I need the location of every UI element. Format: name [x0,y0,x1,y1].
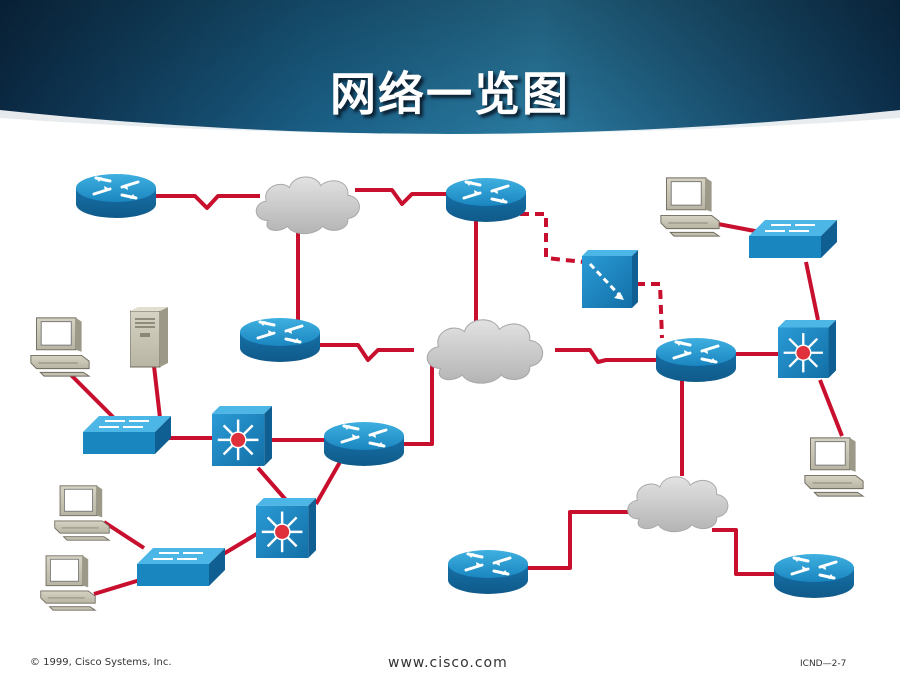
link-pc5-switch3 [93,578,141,596]
multilayer-switch-bottom [256,498,316,558]
slide-code: ICND—2-7 [800,659,847,669]
link-server-switch1 [152,365,162,419]
switch-bottom-left [135,546,227,588]
link-pc1-switch1 [68,372,116,420]
router-top-left [74,172,158,220]
link-switch2-mlswitch3 [804,261,820,321]
network-links [68,188,844,596]
router-top-center [444,176,528,224]
switch-left [81,414,173,456]
router-right-middle [654,336,738,384]
link-router1-cloud1 [156,194,260,210]
router-bottom-left [446,548,530,596]
multilayer-switch-left [212,406,272,466]
link-cloud1-router3 [355,188,448,206]
router-center [322,420,406,468]
link-router5-cloud2 [404,362,434,446]
router-left-middle [238,316,322,364]
copyright-notice: © 1999, Cisco Systems, Inc. [30,657,172,668]
link-router2-cloud2 [320,343,414,362]
wan-cloud-bottom [627,476,729,533]
switch-right [747,218,839,260]
workstation-bottom-left-lower [40,555,96,611]
link-cloud2-router4 [555,348,660,364]
link-bridge-router4 [636,282,664,339]
link-mlswitch3-pc3 [818,379,844,437]
bridge-device [582,250,638,308]
workstation-top-right [660,177,720,237]
website-link[interactable]: www.cisco.com [388,655,508,671]
link-cloud3-router6 [528,510,632,570]
link-pc4-switch3 [102,520,146,550]
server [130,306,169,368]
link-pc2-switch2 [717,222,761,234]
link-router5-mlswitch2 [314,461,342,505]
router-bottom-right [772,552,856,600]
link-mlswitch1-mlswitch2 [256,466,288,502]
wan-cloud-center [426,319,544,384]
title-banner [0,0,900,150]
multilayer-switch-right [778,320,836,378]
link-cloud3-router7 [712,528,776,576]
workstation-left [30,317,90,377]
slide-title: 网络一览图 [330,67,570,121]
workstation-bottom-left-upper [54,485,110,541]
workstation-right [804,437,864,497]
wan-cloud-top [255,176,360,235]
link-router3-bridge [520,212,585,264]
link-mlswitch2-switch3 [218,530,262,558]
serial-dashed-links [520,212,664,339]
